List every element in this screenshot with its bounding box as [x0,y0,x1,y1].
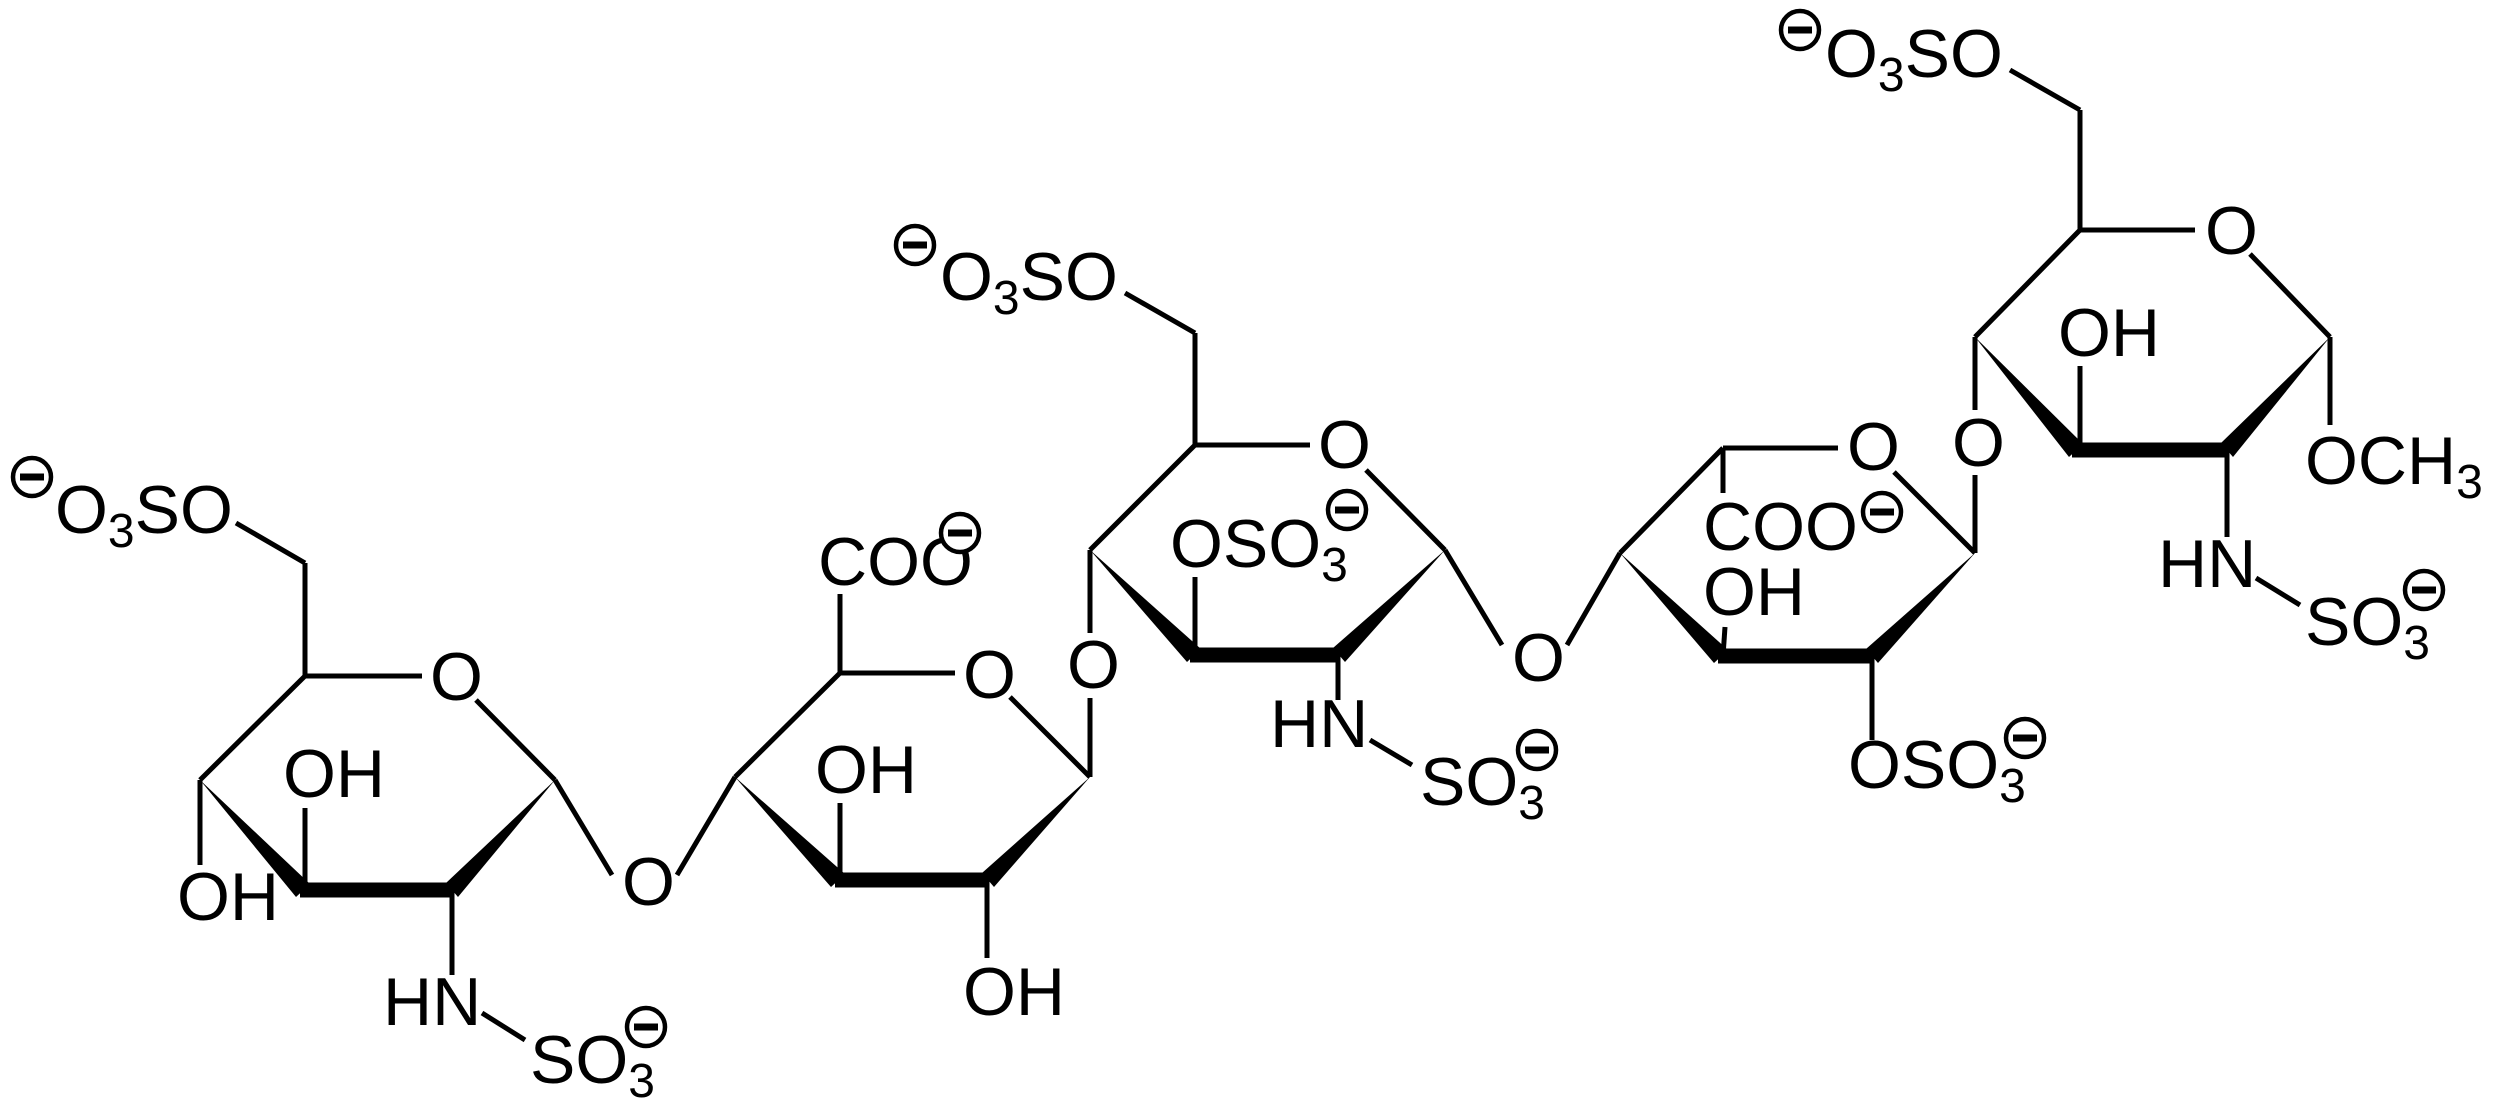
unit5-ring [1973,67,2333,608]
unit2-ring-oxygen: O [963,637,1016,713]
unit5-c6-charge-icon [1778,8,1822,52]
unit4-c3-oh: OH [1703,554,1805,630]
unit1-hn: HN [383,964,481,1040]
unit2-c3-oh: OH [815,732,917,808]
unit1-o3so-label: O3SO [55,472,233,558]
unit4-ring-oxygen: O [1847,409,1900,485]
unit5-c3-oh: OH [2058,295,2160,371]
unit3-oso3-label: OSO3 [1170,506,1348,592]
unit5-o3so-label: O3SO [1825,16,2003,102]
glycosidic-oxygen-4: O [1952,405,2005,481]
unit1-ring [197,520,615,1043]
unit4-oso3-charge-icon [2003,716,2047,760]
glycosidic-oxygen-2: O [1067,627,1120,703]
unit4-ring [1564,337,1978,740]
unit3-o3so-label: O3SO [940,239,1118,325]
unit3-ring [1088,290,1505,768]
unit3-nso3-charge-icon [1515,728,1559,772]
unit5-hn: HN [2158,526,2256,602]
unit1-ring-oxygen: O [430,639,483,715]
glycosidic-oxygen-3: O [1512,620,1565,696]
unit5-nso3: SO3 [2305,584,2430,670]
unit3-nso3: SO3 [1420,744,1545,830]
unit2-c2-oh: OH [963,954,1065,1030]
unit3-oso3-charge-icon [1325,488,1369,532]
unit4-coo-charge-icon [1860,490,1904,534]
unit3-c6-charge-icon [893,223,937,267]
unit5-ring-oxygen: O [2205,193,2258,269]
unit2-coo-charge-icon [938,511,982,555]
unit1-c6-sulfate [10,455,54,499]
unit3-hn: HN [1270,686,1368,762]
unit1-c3-oh: OH [283,736,385,812]
unit2-ring [674,550,1093,958]
unit1-nso3-charge-icon [624,1005,668,1049]
unit4-coo-label: COO [1703,489,1858,565]
unit3-ring-oxygen: O [1318,407,1371,483]
glycosidic-oxygen-1: O [622,844,675,920]
unit5-nso3-charge-icon [2402,568,2446,612]
unit1-c4-oh: OH [177,859,279,935]
unit4-oso3-label: OSO3 [1848,727,2026,813]
unit5-och3-label: OCH3 [2305,423,2483,509]
unit1-nso3: SO3 [530,1022,655,1108]
